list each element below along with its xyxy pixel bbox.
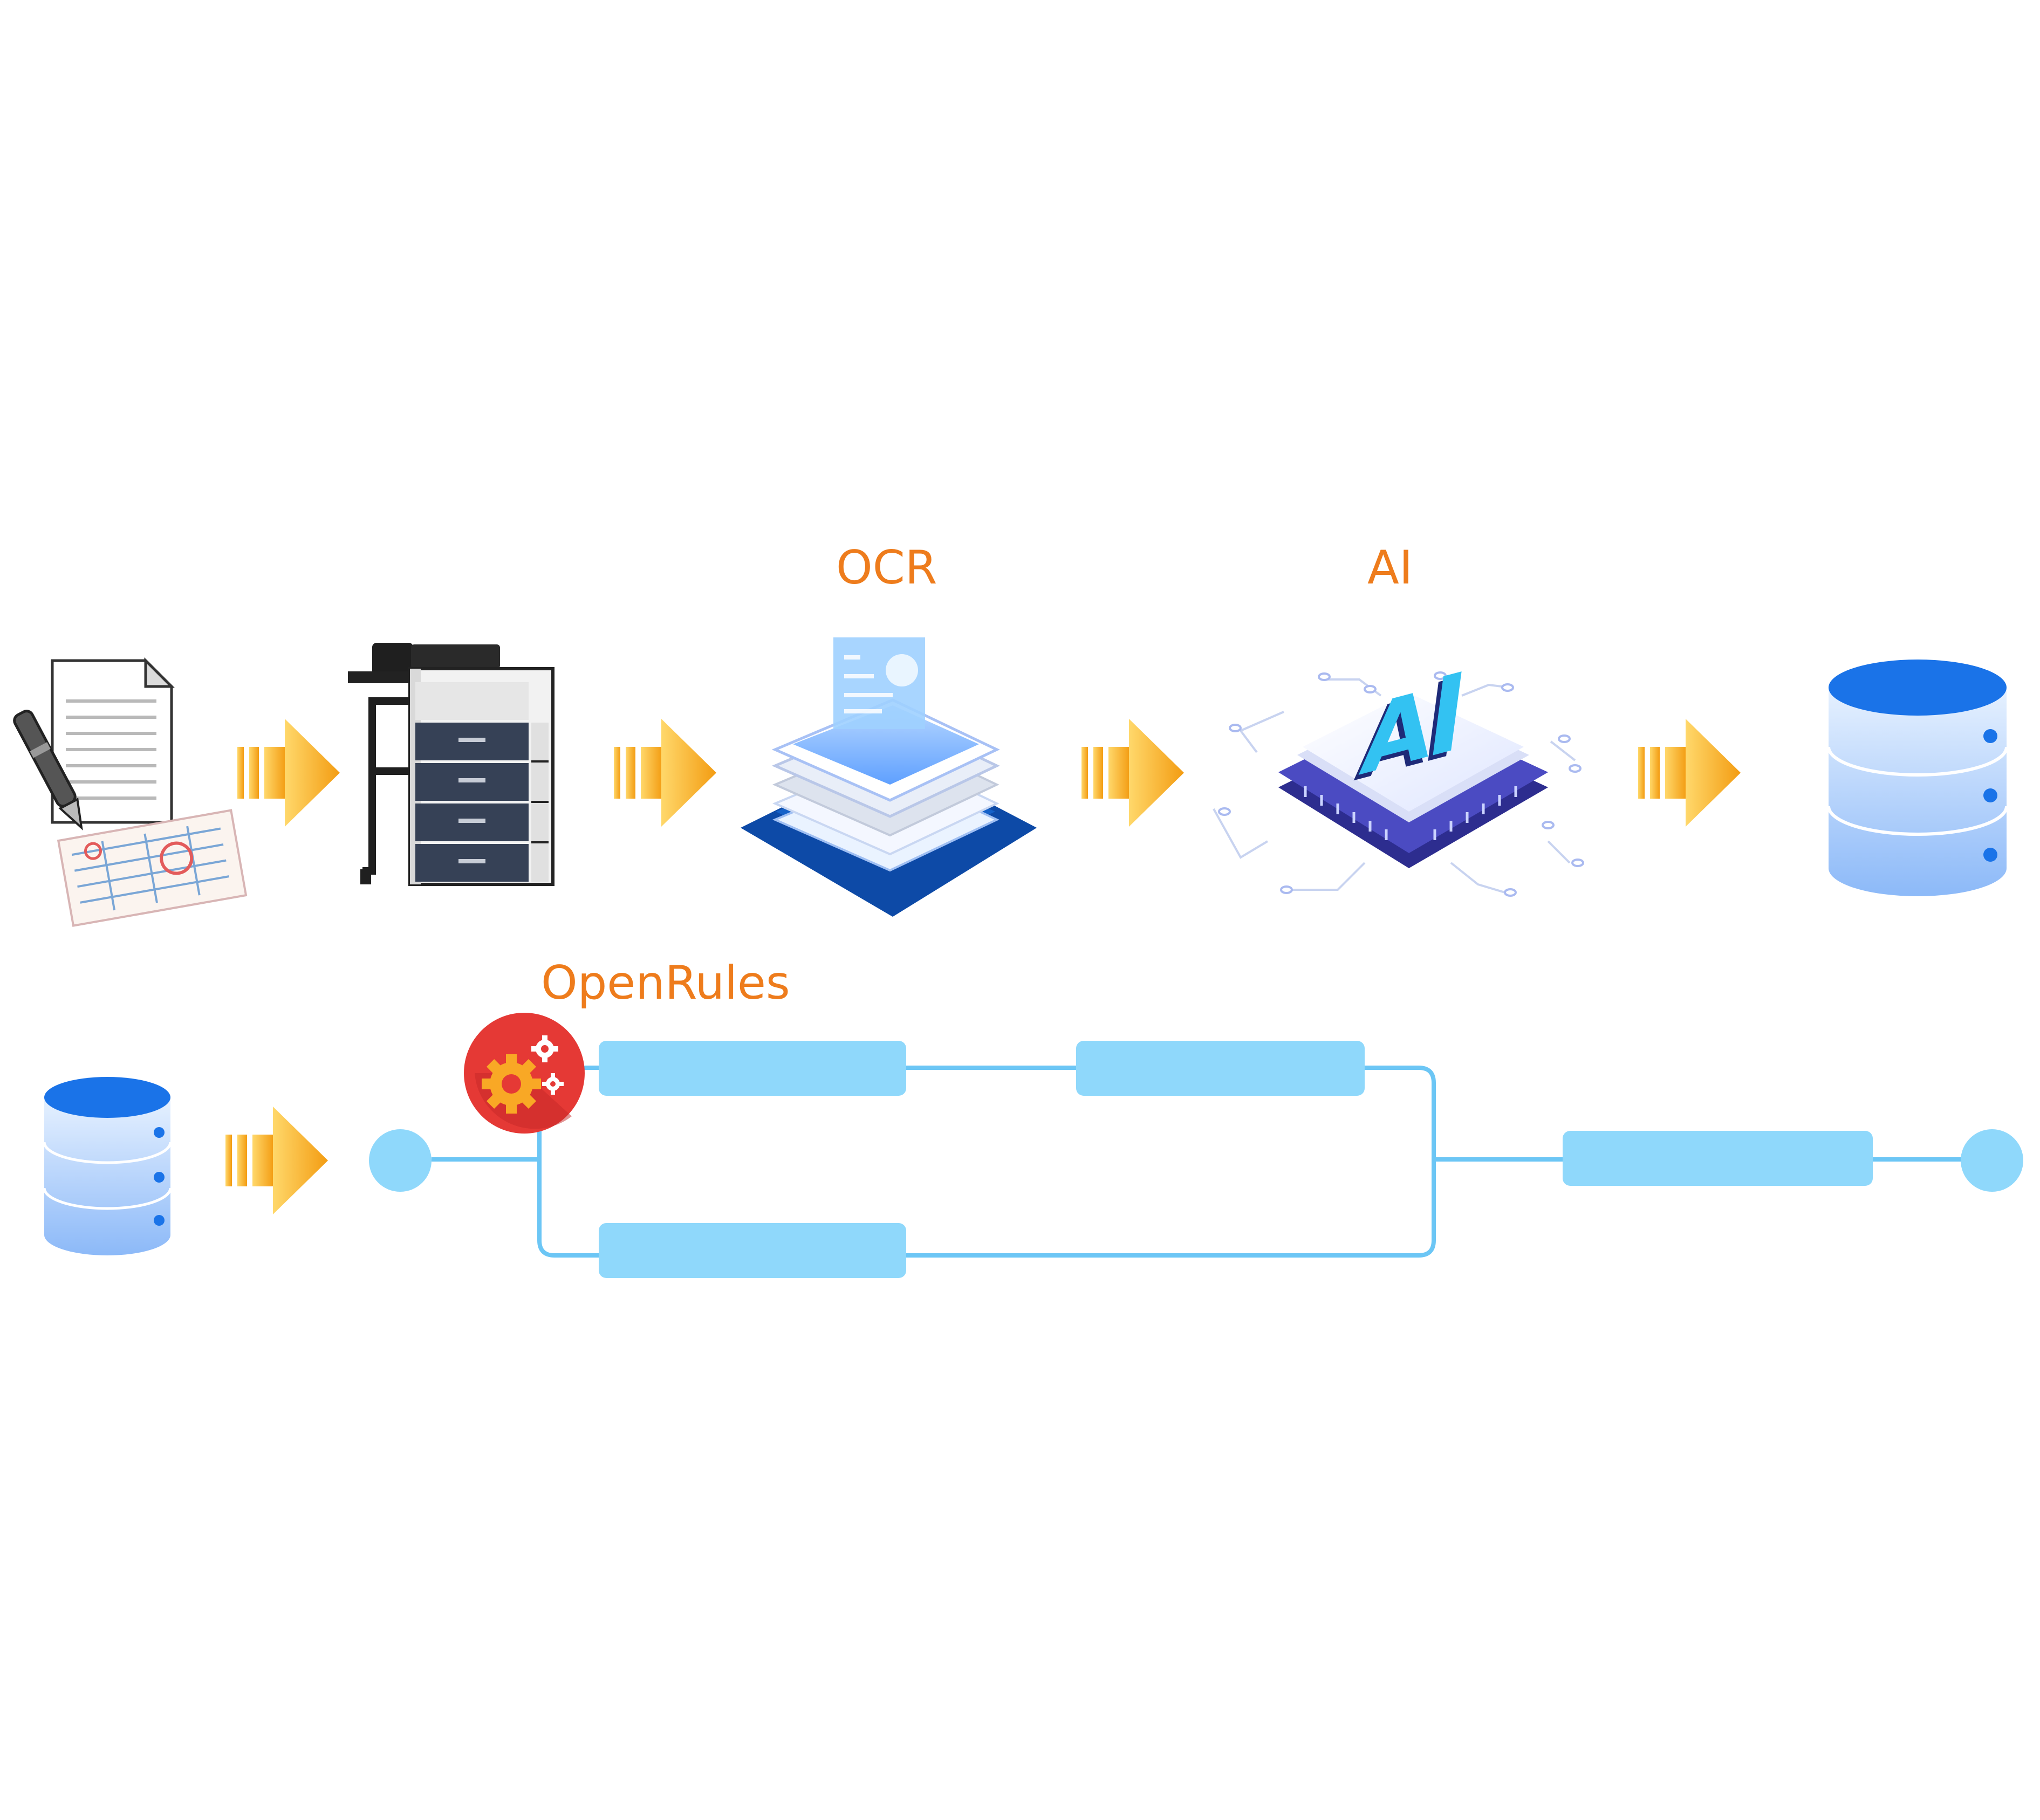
- flow-arrow-2: [614, 719, 716, 827]
- flow-arrow-4: [1638, 719, 1741, 827]
- flow-step-top-1: [599, 1041, 906, 1096]
- openrules-label: OpenRules: [541, 956, 790, 1010]
- ai-label: AI: [1367, 541, 1413, 595]
- flow-arrow-5: [225, 1107, 328, 1214]
- ocr-label: OCR: [836, 541, 937, 595]
- flow-step-top-2: [1076, 1041, 1365, 1096]
- flow-step-final: [1563, 1131, 1873, 1186]
- database-icon: [43, 1077, 172, 1255]
- database-icon: [1827, 660, 2008, 896]
- flow-step-bottom: [599, 1223, 906, 1278]
- end-node: [1961, 1129, 2023, 1192]
- start-node: [369, 1129, 432, 1192]
- flow-arrow-3: [1081, 719, 1184, 827]
- gears-icon: [464, 1013, 585, 1134]
- documents-with-pen-icon: [13, 657, 248, 927]
- ocr-document-layers-icon: [741, 637, 1037, 917]
- flow-arrow-1: [237, 719, 340, 827]
- multifunction-printer-scanner-icon: [348, 643, 555, 886]
- ai-chip-icon: A A: [1213, 668, 1584, 897]
